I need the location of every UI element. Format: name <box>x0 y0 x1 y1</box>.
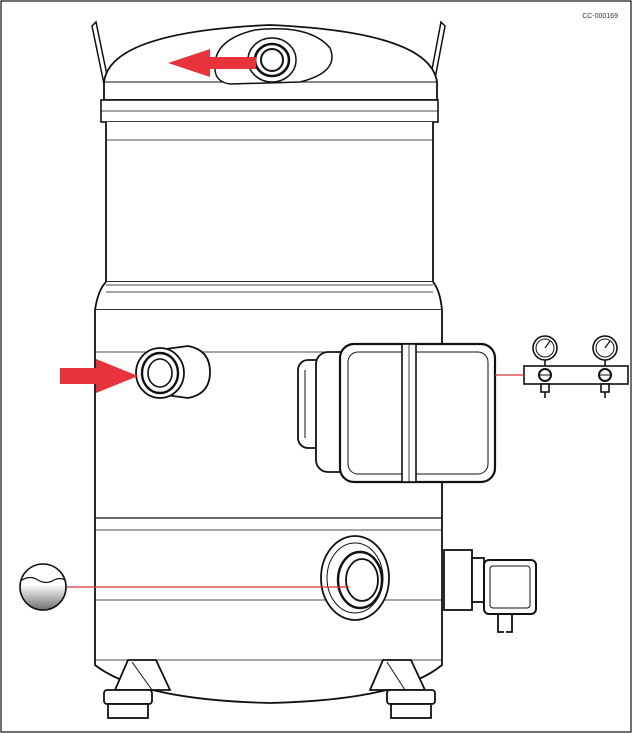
terminal-box <box>297 342 497 484</box>
arrow-right-icon <box>60 359 138 393</box>
oil-level-icon <box>19 563 67 611</box>
mounting-foot-right <box>368 659 436 719</box>
shell-upper <box>93 122 443 311</box>
oil-sight-glass <box>320 535 390 621</box>
mounting-foot-left <box>103 659 172 719</box>
solenoid-coil <box>443 549 537 633</box>
suction-fitting <box>135 345 211 399</box>
discharge-fitting <box>214 28 333 85</box>
weld-ring-top <box>100 99 439 123</box>
arrow-left-icon <box>168 49 256 77</box>
pressure-gauge-manifold-icon <box>523 335 629 398</box>
reference-code: CC-000169 <box>582 13 618 20</box>
